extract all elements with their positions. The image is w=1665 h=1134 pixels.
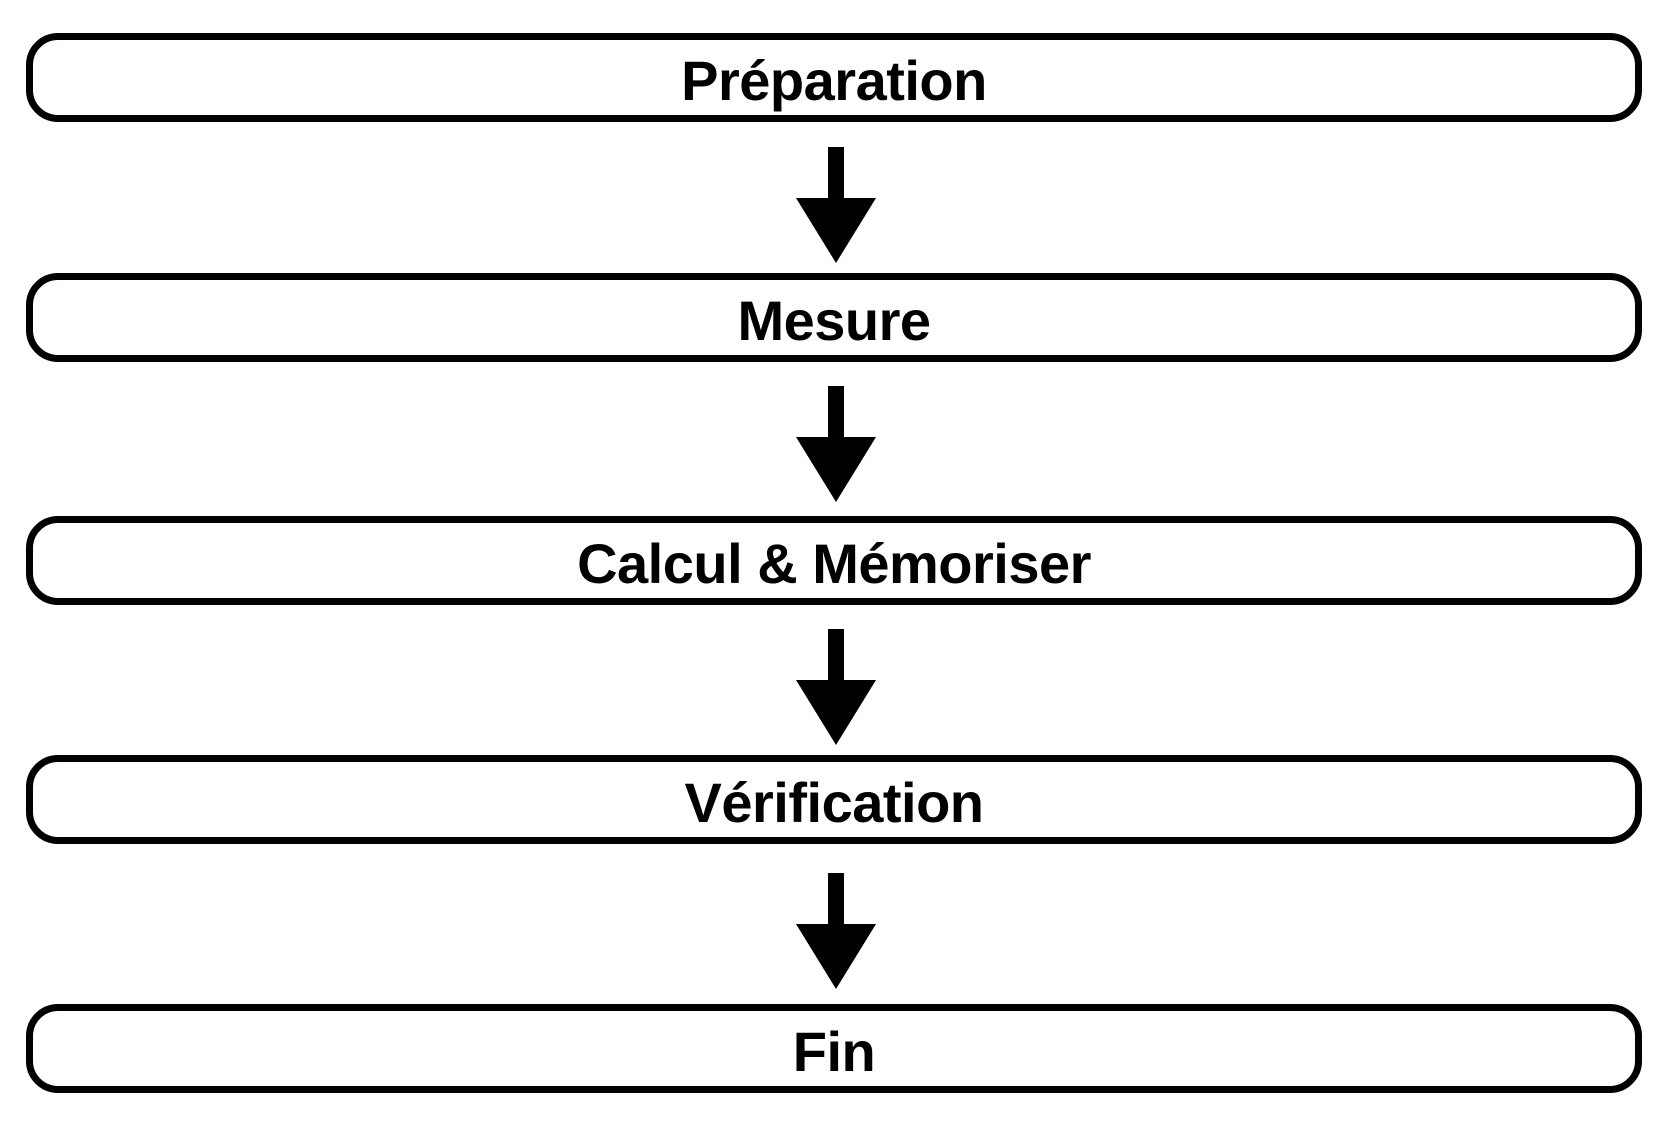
arrow-shaft <box>828 147 844 198</box>
flow-step-mesure: Mesure <box>26 273 1642 362</box>
arrow-down-icon <box>796 629 876 745</box>
arrow-head <box>796 680 876 745</box>
arrow-down-icon <box>796 147 876 263</box>
flow-step-preparation: Préparation <box>26 33 1642 122</box>
flow-step-verification: Vérification <box>26 755 1642 844</box>
flow-step-fin: Fin <box>26 1004 1642 1093</box>
flow-step-label: Fin <box>792 1020 876 1083</box>
arrow-head <box>796 437 876 502</box>
arrow-shaft <box>828 386 844 437</box>
flow-step-label: Calcul & Mémoriser <box>577 532 1091 595</box>
arrow-down-icon <box>796 873 876 989</box>
arrow-down-icon <box>796 386 876 502</box>
arrow-head <box>796 924 876 989</box>
flow-step-label: Préparation <box>681 49 987 112</box>
flow-step-label: Mesure <box>737 289 931 352</box>
arrow-head <box>796 198 876 263</box>
flow-step-label: Vérification <box>684 771 984 834</box>
flow-step-calcul-memoriser: Calcul & Mémoriser <box>26 516 1642 605</box>
arrow-shaft <box>828 873 844 924</box>
arrow-shaft <box>828 629 844 680</box>
